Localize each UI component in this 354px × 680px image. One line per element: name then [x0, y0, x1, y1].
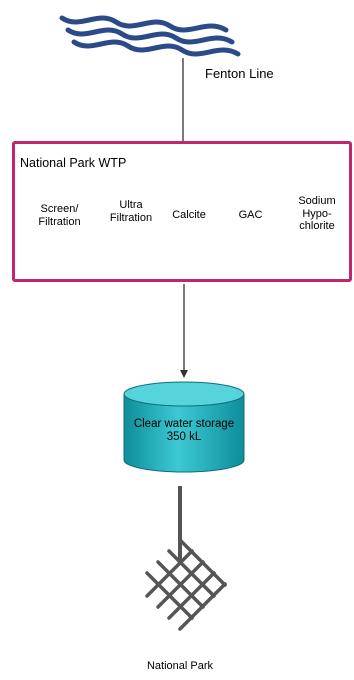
storage-label-line1: Clear water storage: [133, 418, 235, 430]
distribution-network-icon: [145, 538, 227, 631]
storage-label: Clear water storage 350 kL: [124, 418, 244, 444]
wtp-title: National Park WTP: [20, 156, 127, 170]
unit-label-sodium-hypochlorite: Sodium Hypo- chlorite: [298, 195, 336, 233]
unit-label-ultra-filtration: Ultra Filtration: [109, 199, 153, 224]
wtp-boundary: [12, 141, 352, 282]
unit-label-calcite: Calcite: [172, 209, 206, 221]
unit-label-screen-filtration: Screen/ Filtration: [38, 203, 81, 228]
storage-label-line2: 350 kL: [166, 431, 202, 444]
wave-icon: [59, 15, 241, 57]
unit-label-gac: GAC: [238, 209, 263, 221]
consumer-label: National Park: [146, 660, 214, 672]
source-label: Fenton Line: [205, 66, 274, 81]
storage-tank: [123, 381, 245, 473]
